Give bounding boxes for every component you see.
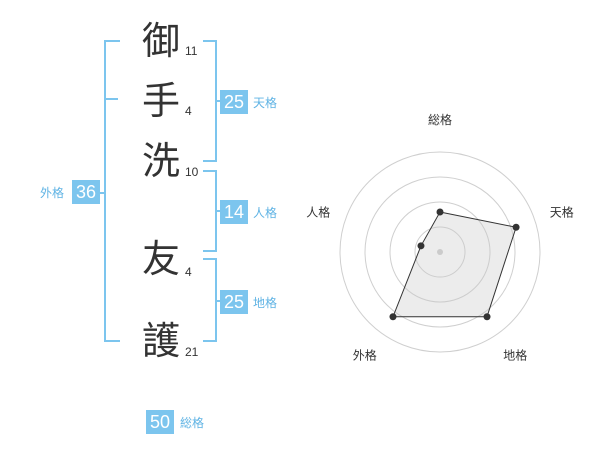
name-char-3: 洗 (141, 139, 180, 183)
soukaku-label: 総格 (180, 416, 205, 430)
name-char-4: 友 (141, 237, 180, 281)
radar-ring-2 (389, 201, 491, 303)
radar-axis-label-外格: 外格 (353, 348, 377, 363)
stroke-count-1: 11 (185, 44, 198, 58)
tenkaku-bracket-connector (215, 100, 221, 102)
stroke-count-2: 4 (185, 104, 192, 118)
radar-point-総格 (436, 208, 444, 216)
radar-point-地格 (483, 313, 491, 321)
tenkaku-label: 天格 (253, 96, 278, 110)
radar-point-人格 (417, 242, 425, 250)
gaikaku-bracket (104, 40, 120, 342)
name-char-1: 御 (141, 19, 180, 63)
radar-point-天格 (512, 223, 520, 231)
stroke-count-5: 21 (185, 345, 199, 359)
radar-center (437, 249, 443, 255)
chikaku-bracket-connector (215, 300, 221, 302)
radar-ring-1 (414, 226, 466, 278)
stroke-count-3: 10 (185, 165, 199, 179)
chikaku-label: 地格 (253, 296, 278, 310)
chikaku-badge: 25 (220, 290, 249, 314)
radar-axis-label-人格: 人格 (306, 204, 330, 219)
jinkaku-badge: 14 (220, 200, 249, 224)
radar-ring-4 (339, 151, 541, 353)
jinkaku-bracket-connector (215, 210, 221, 212)
radar-axis-label-総格: 総格 (428, 112, 452, 127)
name-char-2: 手 (141, 79, 180, 123)
gaikaku-bracket-tick (104, 98, 118, 100)
gaikaku-bracket-connector (98, 192, 104, 194)
gaikaku-badge: 36 (72, 180, 101, 204)
jinkaku-label: 人格 (253, 206, 278, 220)
radar-axis-label-天格: 天格 (550, 204, 574, 219)
soukaku-badge: 50 (146, 410, 175, 434)
radar-ring-3 (364, 176, 516, 328)
radar-point-外格 (389, 313, 397, 321)
name-char-5: 護 (141, 319, 180, 363)
tenkaku-badge: 25 (220, 90, 249, 114)
radar-series-polygon (392, 211, 517, 318)
gaikaku-label: 外格 (40, 186, 65, 200)
radar-axis-label-地格: 地格 (503, 348, 527, 363)
stroke-count-4: 4 (185, 265, 192, 279)
